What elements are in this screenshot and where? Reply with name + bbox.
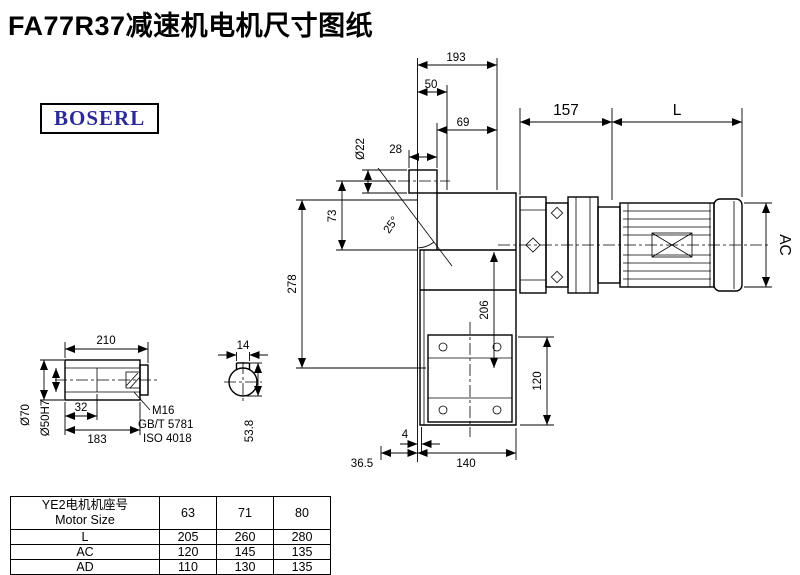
dim-25deg: 25° [382, 215, 402, 236]
dim-36-5: 36.5 [351, 458, 373, 470]
row-label-L: L [10, 529, 160, 545]
dim-53-8: 53.8 [244, 420, 256, 442]
table-header-col-80: 80 [273, 496, 331, 530]
dim-73: 73 [327, 210, 339, 223]
dim-278: 278 [287, 274, 299, 293]
dim-50: 50 [425, 79, 438, 91]
brand-logo: BOSERL [40, 103, 160, 134]
table-header-col-71: 71 [216, 496, 274, 530]
table-row-AC: AC 120 145 135 [10, 544, 331, 560]
dim-14: 14 [237, 340, 250, 352]
angle-dimension: 25° [377, 167, 453, 267]
thread-callout: M16 [152, 405, 174, 417]
row-label-AD: AD [10, 559, 160, 575]
dim-4: 4 [402, 429, 409, 441]
dim-193: 193 [446, 52, 465, 64]
table-header-cn: YE2电机机座号 [41, 498, 129, 512]
table-row-L: L 205 260 280 [10, 529, 331, 545]
row-label-AC: AC [10, 544, 160, 560]
dim-210: 210 [96, 335, 115, 347]
dim-206: 206 [479, 300, 491, 319]
table-header-row: YE2电机机座号 Motor Size 63 71 80 [10, 496, 331, 530]
table-row-AD: AD 110 130 135 [10, 559, 331, 575]
standard-gbt5781: GB/T 5781 [138, 419, 193, 431]
shaft-side-view: 210 32 183 Ø70 Ø50H7 M16 GB/T 5781 ISO 4… [20, 335, 193, 446]
gearbox-housing [398, 169, 517, 437]
dim-L: L [673, 102, 682, 119]
cell-L-71: 260 [216, 529, 274, 545]
cell-AC-63: 120 [159, 544, 217, 560]
table-header-en: Motor Size [55, 513, 115, 527]
dim-32: 32 [75, 402, 88, 414]
dim-AC: AC [776, 234, 793, 256]
motor [498, 196, 768, 294]
page-title: FA77R37减速机电机尺寸图纸 [8, 11, 374, 41]
dim-dia22: Ø22 [355, 138, 367, 160]
table-header-col-63: 63 [159, 496, 217, 530]
dim-dia70: Ø70 [20, 404, 32, 426]
shaft-end-view: 14 53.8 [218, 340, 268, 442]
dim-140: 140 [456, 458, 475, 470]
dim-dia50h7: Ø50H7 [40, 400, 52, 436]
cell-AD-63: 110 [159, 559, 217, 575]
cell-AD-80: 135 [273, 559, 331, 575]
dim-120: 120 [532, 371, 544, 390]
cell-L-63: 205 [159, 529, 217, 545]
cell-AC-80: 135 [273, 544, 331, 560]
dim-157: 157 [553, 102, 579, 119]
cell-AD-71: 130 [216, 559, 274, 575]
dim-69: 69 [457, 117, 470, 129]
dimension-lines-main: 193 50 69 28 Ø22 73 [287, 52, 793, 470]
cell-L-80: 280 [273, 529, 331, 545]
standard-iso4018: ISO 4018 [143, 433, 192, 445]
dim-28: 28 [389, 144, 402, 156]
motor-size-table: YE2电机机座号 Motor Size 63 71 80 L 205 260 2… [10, 496, 331, 575]
cell-AC-71: 145 [216, 544, 274, 560]
dim-183: 183 [87, 434, 106, 446]
